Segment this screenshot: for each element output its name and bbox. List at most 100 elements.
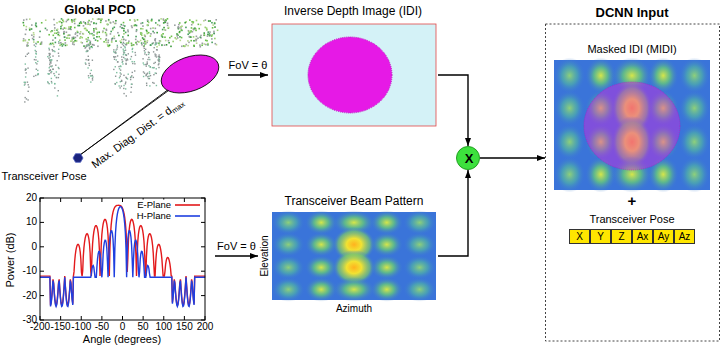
point [115, 23, 117, 25]
point [77, 31, 79, 33]
point [124, 46, 125, 47]
point [134, 25, 136, 27]
point [197, 37, 199, 39]
point [93, 34, 95, 36]
point [214, 43, 216, 45]
point [136, 44, 138, 46]
point [110, 22, 112, 24]
point [121, 81, 122, 82]
point [155, 55, 156, 56]
point [62, 28, 64, 30]
tick-label: -10 [23, 265, 37, 277]
point [91, 46, 93, 48]
point [89, 47, 90, 48]
point [92, 18, 94, 20]
point [49, 53, 50, 54]
point [208, 34, 210, 36]
point [150, 67, 151, 68]
point [35, 59, 36, 60]
point [77, 35, 79, 37]
point [112, 38, 114, 40]
point [144, 36, 146, 38]
point [33, 32, 35, 34]
point [26, 19, 28, 21]
point [118, 35, 120, 37]
point [123, 49, 124, 50]
pose-cell: Y [590, 229, 611, 244]
point [54, 87, 55, 88]
tick [60, 316, 61, 320]
point [100, 18, 102, 20]
point [37, 73, 38, 74]
point [130, 77, 131, 78]
point [28, 86, 29, 87]
point [66, 37, 68, 39]
point [85, 47, 86, 48]
point [122, 43, 123, 44]
point [52, 49, 53, 50]
point [25, 63, 26, 64]
point [133, 25, 135, 27]
node-heading: Power (dB) [4, 232, 17, 287]
point [62, 45, 64, 47]
point [33, 34, 35, 36]
tick-label: -100 [71, 321, 91, 333]
point [41, 43, 43, 45]
point [27, 42, 29, 44]
point [71, 37, 73, 39]
point [144, 53, 145, 54]
point [68, 28, 70, 30]
point [141, 42, 143, 44]
point [35, 56, 36, 57]
point [87, 23, 89, 25]
multiply-node: X [456, 146, 480, 170]
edge-label: FoV = θ [228, 59, 269, 72]
point [190, 40, 192, 42]
point [125, 63, 126, 64]
point [146, 42, 148, 44]
heatmap-lobe [403, 210, 436, 235]
point [144, 50, 145, 51]
point [108, 40, 110, 42]
point [185, 45, 187, 47]
point [135, 52, 136, 53]
point [114, 83, 115, 84]
point [105, 20, 107, 22]
point [49, 54, 50, 55]
point [126, 43, 128, 45]
point [84, 22, 86, 24]
point [91, 70, 92, 71]
point [132, 51, 133, 52]
point [23, 25, 25, 27]
point [147, 59, 148, 60]
point [188, 42, 190, 44]
point [70, 26, 72, 28]
point [161, 45, 163, 47]
point [130, 91, 131, 92]
point [118, 85, 119, 86]
point [179, 40, 181, 42]
point [113, 36, 115, 38]
point [146, 30, 148, 32]
point [33, 41, 35, 43]
point [148, 32, 150, 34]
point [84, 47, 85, 48]
point [109, 44, 111, 46]
heatmap-lobe [403, 232, 436, 257]
point [96, 36, 98, 38]
node-heading: X [465, 152, 474, 167]
point [134, 63, 135, 64]
point [121, 80, 122, 81]
point [162, 33, 164, 35]
point [68, 37, 70, 39]
point [127, 78, 128, 79]
node-heading: Ay [658, 231, 670, 243]
point [164, 29, 166, 31]
point [185, 44, 187, 46]
node-heading: Y [597, 231, 604, 243]
point [84, 28, 86, 30]
point [83, 45, 85, 47]
point [120, 65, 121, 66]
node-heading: Z [618, 231, 624, 243]
tick-label: 20 [26, 192, 37, 204]
